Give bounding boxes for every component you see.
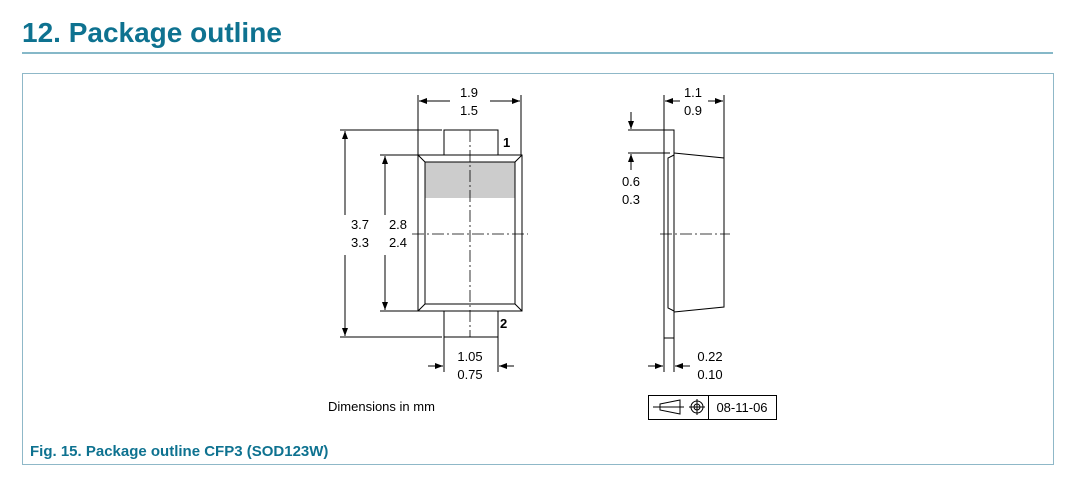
figure-frame [22, 73, 1054, 465]
width-min: 1.5 [460, 103, 478, 118]
side-view: 1.1 0.9 0.6 0.3 0.22 0.10 [622, 85, 730, 382]
length-max: 3.7 [351, 217, 369, 232]
lead-thickness-min: 0.10 [697, 367, 722, 382]
pin-1-label: 1 [503, 135, 510, 150]
section-title: 12. Package outline [22, 17, 282, 48]
projection-box: 08-11-06 [648, 395, 777, 420]
projection-cone-icon [653, 399, 684, 415]
height-min: 0.9 [684, 103, 702, 118]
lead-length-min: 0.3 [622, 192, 640, 207]
body-length-max: 2.8 [389, 217, 407, 232]
width-max: 1.9 [460, 85, 478, 100]
lead-width-max: 1.05 [457, 349, 482, 364]
dimensions-note: Dimensions in mm [328, 399, 435, 414]
figure-caption: Fig. 15. Package outline CFP3 (SOD123W) [30, 443, 328, 460]
projection-circle-icon [689, 399, 705, 415]
length-min: 3.3 [351, 235, 369, 250]
lead-length-max: 0.6 [622, 174, 640, 189]
pin-2-label: 2 [500, 316, 507, 331]
body-profile [673, 152, 725, 313]
date-code: 08-11-06 [716, 400, 767, 415]
front-view: 1 2 1.9 1.5 3.7 3.3 2.8 2.4 1.05 0.75 [340, 85, 528, 382]
lead-thickness-max: 0.22 [697, 349, 722, 364]
body-length-min: 2.4 [389, 235, 407, 250]
lead-top [443, 129, 499, 156]
lead-bottom [443, 310, 499, 338]
height-max: 1.1 [684, 85, 702, 100]
lead-width-min: 0.75 [457, 367, 482, 382]
